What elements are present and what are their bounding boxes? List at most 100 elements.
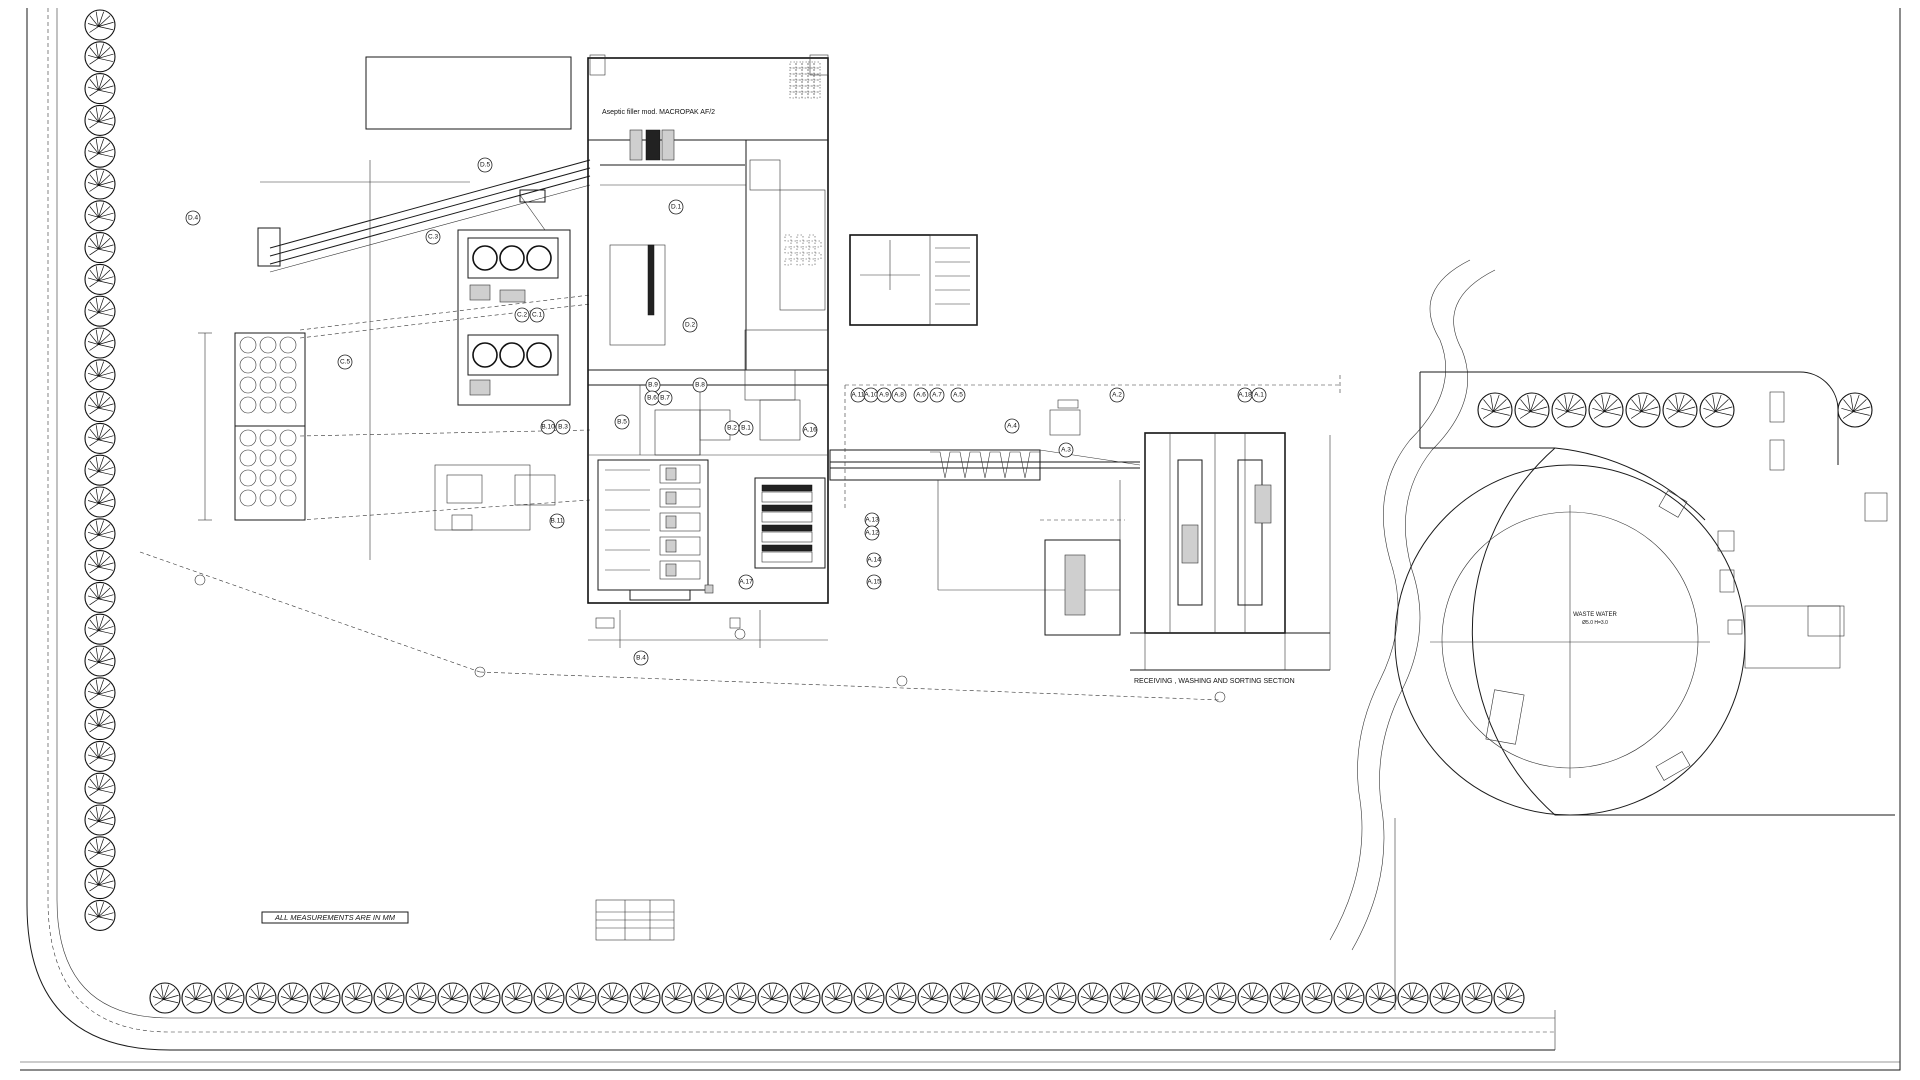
tree-icon <box>853 982 885 1014</box>
equipment-tag: D.4 <box>185 210 201 226</box>
equipment-tag-label: A.12 <box>865 530 879 537</box>
equipment-tag-label: B.11 <box>551 518 564 525</box>
equipment-tag: A.1 <box>1251 387 1267 403</box>
tree-icon <box>693 982 725 1014</box>
tree-icon <box>84 295 116 327</box>
equipment-tag: D.2 <box>682 317 698 333</box>
measurements-note-text: ALL MEASUREMENTS ARE IN MM <box>274 913 396 922</box>
equipment-tag: B.7 <box>657 390 673 406</box>
tree-icon <box>309 982 341 1014</box>
equipment-tag-label: A.1 <box>1254 392 1264 399</box>
equipment-tag: A.8 <box>891 387 907 403</box>
equipment-tag: A.16 <box>802 422 818 438</box>
tree-icon <box>84 263 116 295</box>
tree-icon <box>1173 982 1205 1014</box>
tree-icon <box>84 836 116 868</box>
tree-icon <box>1237 982 1269 1014</box>
equipment-tag-label: A.10 <box>864 392 878 399</box>
equipment-tag-label: A.2 <box>1112 392 1122 399</box>
equipment-tag-label: D.1 <box>671 204 682 211</box>
tree-icon <box>84 9 116 41</box>
tree-icon <box>1662 392 1698 428</box>
tree-icon <box>84 41 116 73</box>
grid-markers <box>194 574 1226 703</box>
equipment-tag-label: D.4 <box>188 215 199 222</box>
equipment-tag: A.9 <box>876 387 892 403</box>
equipment-tag: B.1 <box>738 420 754 436</box>
equipment-tag-label: B.4 <box>636 655 646 662</box>
tree-icon <box>277 982 309 1014</box>
equipment-tag-label: A.11 <box>852 392 865 399</box>
tree-icon <box>84 104 116 136</box>
equipment-tag-label: A.13 <box>865 517 879 524</box>
tree-row-south <box>149 982 1525 1014</box>
tree-icon <box>1699 392 1735 428</box>
equipment-tag-label: A.15 <box>867 579 881 586</box>
processing-area-lower <box>588 459 828 648</box>
tree-icon <box>405 982 437 1014</box>
equipment-tag: A.18 <box>1237 387 1253 403</box>
tree-icon <box>84 486 116 518</box>
equipment-tag: A.15 <box>866 574 882 590</box>
equipment-tag-label: B.10 <box>541 424 555 431</box>
equipment-tag-label: A.5 <box>953 392 963 399</box>
tank-sublabel: Ø5.0 H=3.0 <box>1582 620 1608 626</box>
equipment-tag-label: D.2 <box>685 322 696 329</box>
tree-icon <box>757 982 789 1014</box>
equipment-tag-label: A.8 <box>894 392 904 399</box>
processing-machines-left <box>434 189 571 531</box>
filler-label: Aseptic filler mod. MACROPAK AF/2 <box>602 109 715 116</box>
tree-icon <box>84 232 116 264</box>
equipment-tag-label: C.1 <box>532 312 543 319</box>
equipment-tag: B.10 <box>540 419 556 435</box>
equipment-tag-label: B.1 <box>741 425 751 432</box>
storage-area <box>365 56 572 130</box>
tree-icon <box>501 982 533 1014</box>
equipment-tag-label: B.8 <box>695 382 705 389</box>
tree-icon <box>469 982 501 1014</box>
tree-icon <box>84 709 116 741</box>
tree-icon <box>84 73 116 105</box>
tree-icon <box>1493 982 1525 1014</box>
equipment-tag: C.2 <box>514 307 530 323</box>
site-boundary <box>20 8 1901 1071</box>
equipment-tag: A.10 <box>863 387 879 403</box>
tree-icon <box>84 136 116 168</box>
tree-icon <box>213 982 245 1014</box>
equipment-tag-label: A.9 <box>879 392 889 399</box>
waste-water-area: WASTE WATER Ø5.0 H=3.0 <box>1394 371 1895 1010</box>
equipment-tag-label: A.6 <box>916 392 926 399</box>
tank-label: WASTE WATER <box>1573 612 1617 618</box>
tree-icon <box>84 740 116 772</box>
tree-icon <box>149 982 181 1014</box>
equipment-tag-label: B.2 <box>727 425 737 432</box>
tree-icon <box>84 677 116 709</box>
tree-icon <box>885 982 917 1014</box>
equipment-tag: A.6 <box>913 387 929 403</box>
equipment-tag-label: B.5 <box>617 419 627 426</box>
equipment-tag-label: A.16 <box>803 427 817 434</box>
tree-icon <box>84 518 116 550</box>
tree-icon <box>1301 982 1333 1014</box>
tree-icon <box>84 804 116 836</box>
tree-icon <box>84 613 116 645</box>
equipment-tag: A.12 <box>864 525 880 541</box>
pipe-rack-lines <box>139 159 1221 701</box>
main-building <box>587 54 829 604</box>
equipment-tag: A.2 <box>1109 387 1125 403</box>
tree-icon <box>1141 982 1173 1014</box>
equipment-tag: A.17 <box>738 574 754 590</box>
tree-icon <box>821 982 853 1014</box>
equipment-tag-label: B.3 <box>558 424 568 431</box>
equipment-tag: C.3 <box>425 229 441 245</box>
tree-icon <box>245 982 277 1014</box>
tree-icon <box>1269 982 1301 1014</box>
tree-icon <box>1477 392 1513 428</box>
tree-row-west <box>84 9 116 931</box>
tree-icon <box>725 982 757 1014</box>
equipment-tag-label: A.18 <box>1238 392 1252 399</box>
tree-icon <box>84 359 116 391</box>
tree-icon <box>533 982 565 1014</box>
